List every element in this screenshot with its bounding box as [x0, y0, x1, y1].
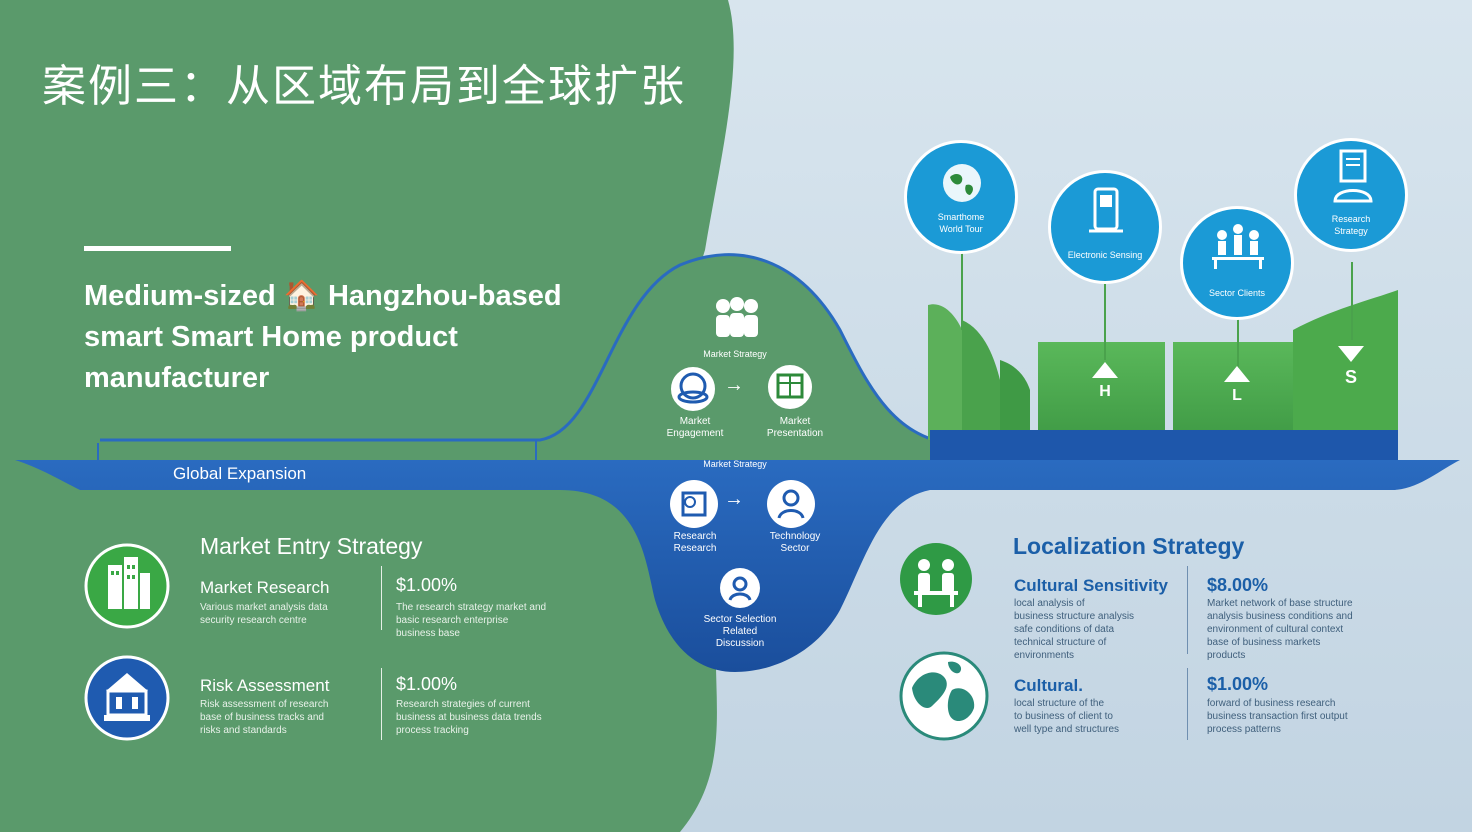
divider [381, 566, 382, 630]
cultural-team-icon [898, 541, 974, 617]
up-arrow-icon: L [1224, 366, 1250, 406]
sector-selection-icon [718, 566, 762, 610]
cultural-sensitivity-detail: Market network of base structure analysi… [1207, 598, 1353, 661]
risk-assessment-icon [84, 655, 170, 741]
cultural-title: Cultural. [1014, 676, 1083, 695]
research-caption: Research Research [673, 531, 717, 554]
risk-assessment-detail: Research strategies of current business … [396, 699, 542, 736]
bubble-stems [961, 250, 1353, 370]
up-arrow-icon: H [1092, 362, 1118, 402]
bubble-caption: Smarthome World Tour [937, 212, 985, 234]
market-presentation-icon [765, 362, 815, 412]
bubble-sector-clients: Sector Clients [1180, 206, 1294, 320]
globe-icon [898, 650, 990, 742]
divider [1187, 566, 1188, 654]
cultural-sensitivity-pct: $8.00% [1207, 575, 1269, 595]
market-entry-title: Market Entry Strategy [200, 533, 423, 559]
bubble-electronic-sensing: Electronic Sensing [1048, 170, 1162, 284]
market-research-pct: $1.00% [396, 575, 458, 595]
bubble-research-strategy: Research Strategy [1294, 138, 1408, 252]
bar-chart-bars [928, 290, 1398, 460]
technology-caption: Technology Sector [769, 531, 821, 554]
research-icon [668, 478, 720, 530]
localization-title: Localization Strategy [1013, 533, 1245, 559]
green-panel [0, 0, 749, 832]
market-research-detail: The research strategy market and basic r… [396, 602, 547, 639]
company-description: Medium-sized 🏠 Hangzhou-based smart Smar… [84, 280, 562, 394]
arrow-right-icon: → [724, 488, 744, 510]
bar-arrow-label: S [1344, 367, 1357, 387]
market-presentation-caption: Market Presentation [766, 416, 824, 439]
global-expansion-band [15, 460, 1460, 672]
technology-icon [765, 478, 817, 530]
device-icon [1087, 187, 1125, 235]
globe-icon [940, 161, 984, 205]
buildings-icon [84, 543, 170, 629]
center-hill [540, 254, 960, 460]
bar-arrow-label: H [1099, 383, 1111, 400]
market-engagement-icon [668, 364, 718, 414]
people-icon [712, 296, 762, 340]
sector-selection-caption: Sector Selection Related Discussion [703, 614, 777, 649]
cultural-sensitivity-title: Cultural Sensitivity [1014, 576, 1168, 595]
cultural-desc: local structure of the to business of cl… [1014, 698, 1120, 735]
cultural-pct: $1.00% [1207, 674, 1269, 694]
bubble-caption: Research Strategy [1331, 214, 1371, 236]
title-underline [84, 246, 231, 251]
risk-assessment-desc: Risk assessment of research base of busi… [200, 699, 329, 736]
risk-assessment-title: Risk Assessment [200, 676, 330, 695]
bubble-world-tour: Smarthome World Tour [904, 140, 1018, 254]
people-icon [1210, 221, 1266, 271]
down-arrow-icon: S [1338, 346, 1364, 388]
divider [381, 668, 382, 740]
market-strategy-top-label: Market Strategy [703, 349, 767, 359]
global-expansion-label: Global Expansion [173, 464, 307, 483]
bar-arrow-label: L [1232, 387, 1242, 404]
market-research-title: Market Research [200, 578, 330, 597]
market-research-desc: Various market analysis data security re… [200, 602, 328, 626]
risk-assessment-pct: $1.00% [396, 674, 458, 694]
cultural-sensitivity-desc: local analysis of business structure ana… [1014, 598, 1135, 661]
divider [1187, 668, 1188, 740]
arrow-right-icon: → [724, 374, 744, 396]
market-strategy-bottom-label: Market Strategy [703, 459, 767, 469]
document-icon [1331, 149, 1375, 205]
market-engagement-caption: Market Engagement [666, 416, 724, 439]
page-title: 案例三：从区域布局到全球扩张 [42, 61, 686, 112]
bubble-caption: Sector Clients [1208, 288, 1266, 298]
cultural-detail: forward of business research business tr… [1207, 698, 1348, 735]
bubble-caption: Electronic Sensing [1067, 250, 1143, 260]
hill-outline [100, 253, 961, 447]
